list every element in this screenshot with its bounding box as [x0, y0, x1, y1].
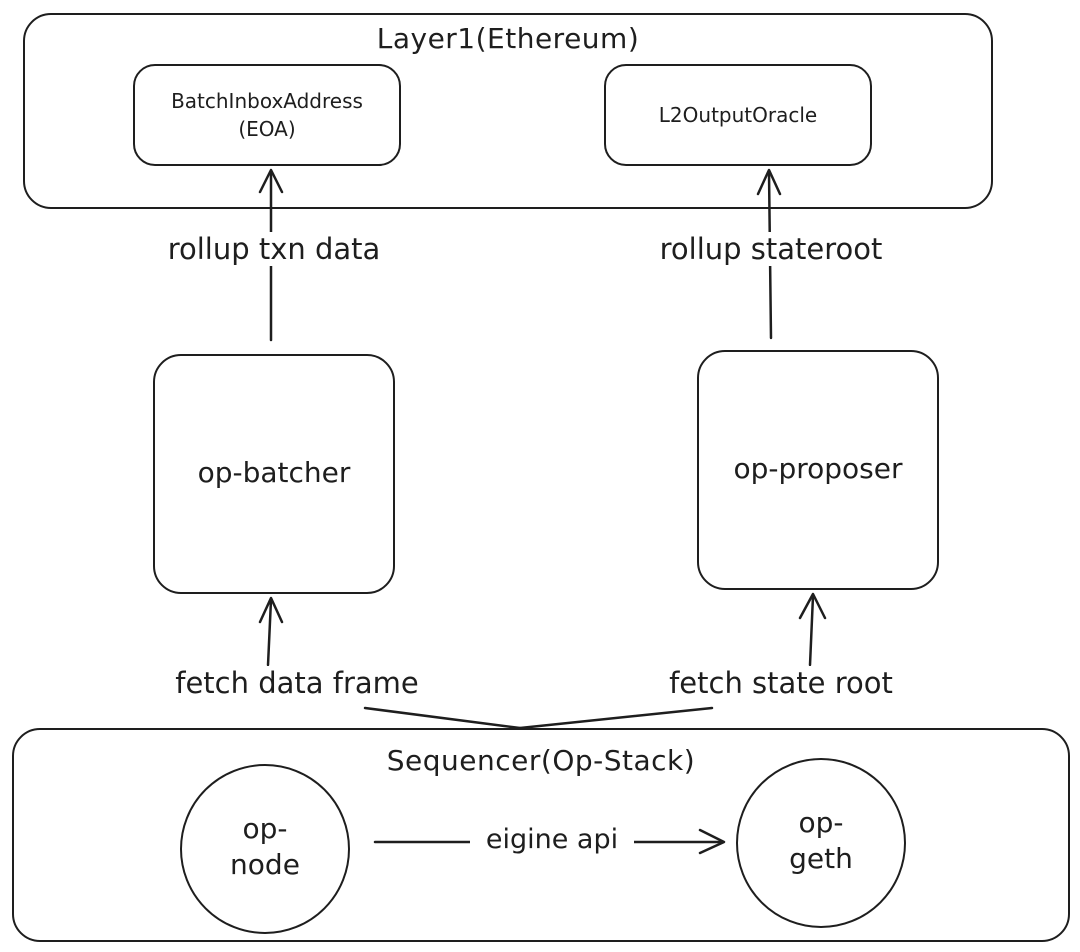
edge-label-fetch-state-root: fetch state root [626, 666, 936, 700]
layer1-container [23, 13, 993, 209]
batch-inbox-box [133, 64, 401, 166]
arrow-fetch-to-batcher [266, 598, 273, 667]
edge-label-rollup-stateroot: rollup stateroot [626, 232, 916, 266]
fan-line-right [518, 706, 714, 730]
op-geth-label-line2: geth [789, 842, 853, 875]
edge-label-engine-api: eigine api [470, 824, 634, 855]
op-node-circle [180, 764, 350, 934]
layer1-title: Layer1(Ethereum) [376, 22, 640, 55]
arrowhead-oracle [756, 168, 782, 196]
op-proposer-label: op-proposer [733, 452, 903, 485]
op-geth-label-line1: op- [798, 806, 844, 839]
op-batcher-label: op-batcher [197, 456, 351, 489]
sequencer-container [12, 728, 1070, 942]
batch-inbox-label-line1: BatchInboxAddress [171, 89, 363, 113]
batch-inbox-label-line2: (EOA) [238, 117, 296, 141]
edge-label-rollup-txn: rollup txn data [134, 232, 414, 266]
op-batcher-box [153, 354, 395, 594]
arrowhead-batcher [258, 596, 284, 624]
arrowhead-proposer [798, 592, 827, 620]
arrow-fetch-to-proposer [808, 594, 815, 667]
edge-label-fetch-data-frame: fetch data frame [136, 666, 458, 700]
arrowhead-inbox [258, 168, 284, 194]
op-geth-circle [736, 758, 906, 928]
fan-line-left [363, 706, 522, 730]
op-node-label-line1: op- [242, 812, 288, 845]
op-proposer-box [697, 350, 939, 590]
output-oracle-box [604, 64, 872, 166]
sequencer-title: Sequencer(Op-Stack) [386, 744, 696, 777]
arrowhead-geth [698, 828, 726, 855]
output-oracle-label: L2OutputOracle [658, 103, 818, 127]
op-node-label-line2: node [230, 848, 300, 881]
